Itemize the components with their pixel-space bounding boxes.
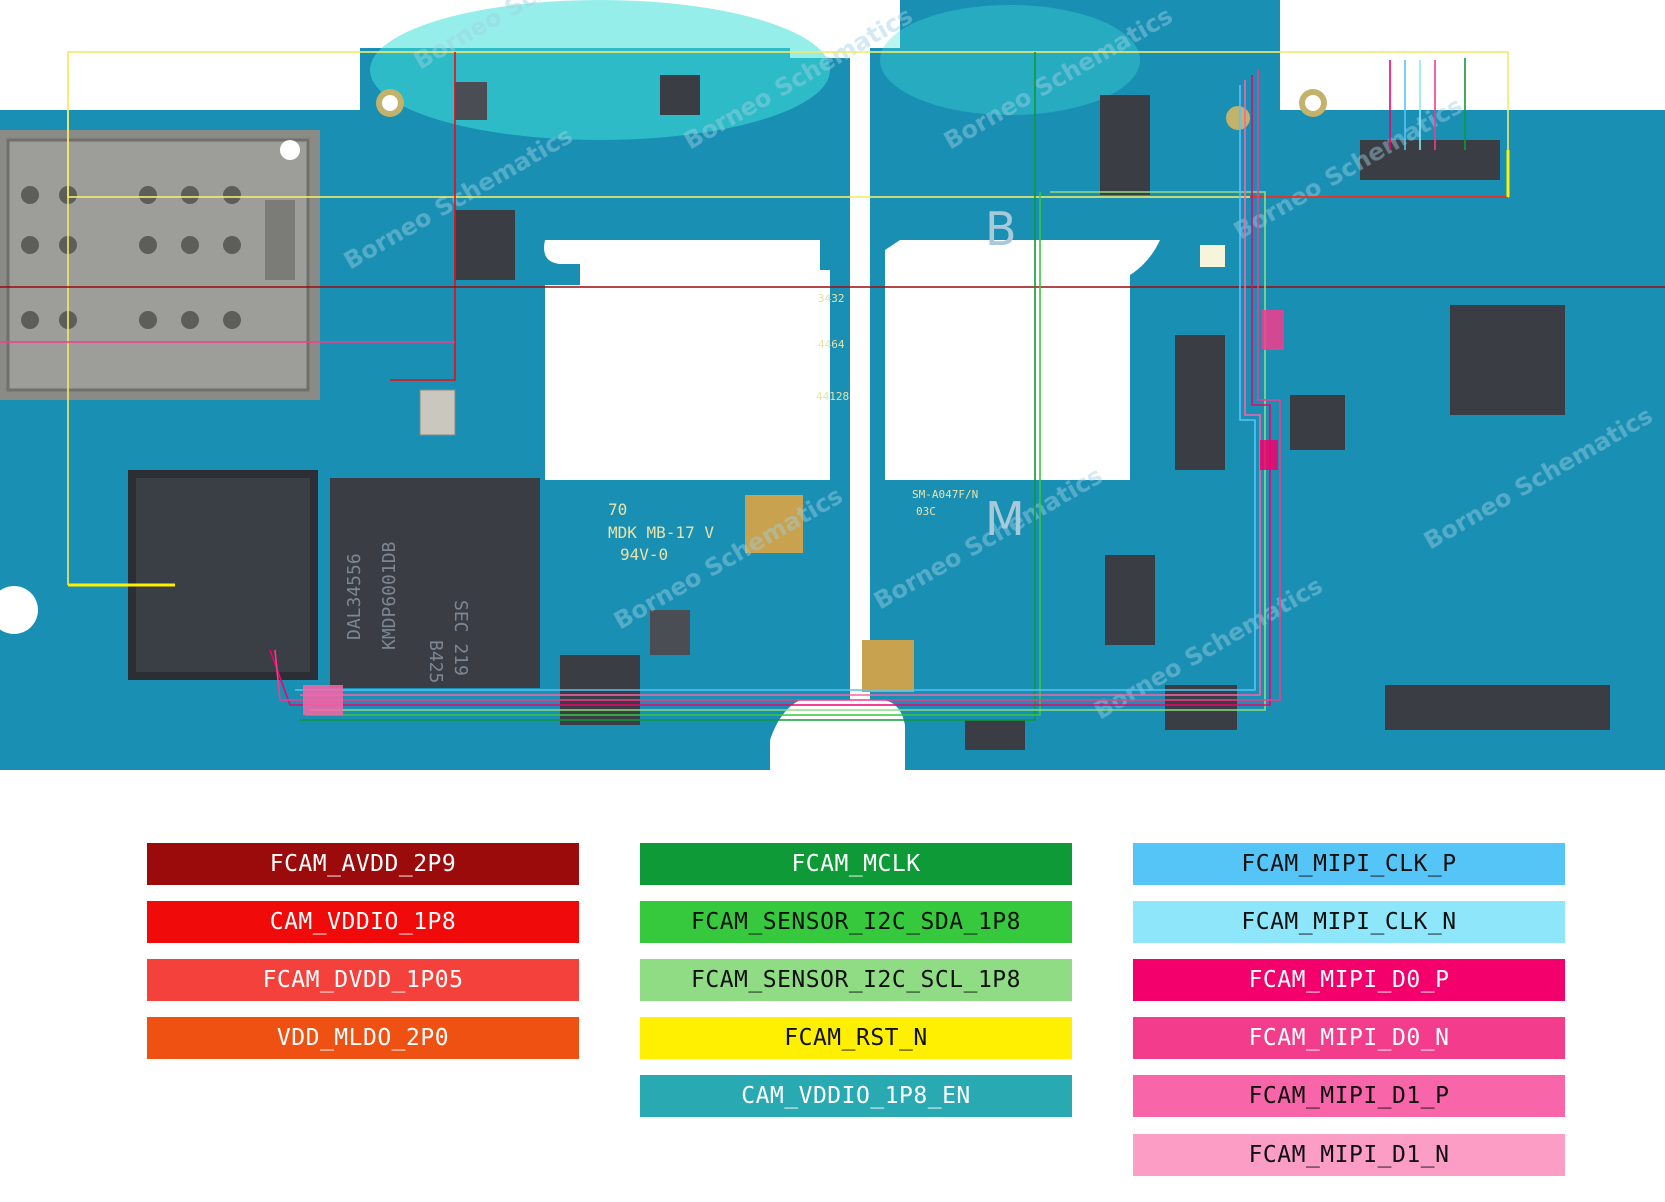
sim-tray <box>0 130 320 400</box>
connectors <box>965 95 1610 750</box>
model-rev: 03C <box>916 505 936 518</box>
datamatrix-left <box>745 495 803 553</box>
cutout-left <box>544 240 830 480</box>
legend-item: FCAM_MIPI_CLK_P <box>1133 843 1565 885</box>
ic-marking: SEC 219 <box>450 600 471 676</box>
silkscreen-70: 70 <box>608 500 627 519</box>
memory-ic: DAL34556 KMDP6001DB B425 SEC 219 <box>330 478 540 688</box>
model-label: SM-A047F/N <box>912 488 978 501</box>
legend-item: FCAM_DVDD_1P05 <box>147 959 579 1001</box>
legend-item: FCAM_SENSOR_I2C_SCL_1P8 <box>640 959 1072 1001</box>
letter-m: M <box>985 492 1025 546</box>
small-label: 4464 <box>818 338 845 351</box>
bga-right <box>1450 305 1565 415</box>
small-label: 44128 <box>816 390 849 403</box>
legend-item: FCAM_MIPI_D0_N <box>1133 1017 1565 1059</box>
legend-item: FCAM_MIPI_D0_P <box>1133 959 1565 1001</box>
legend-item: FCAM_MIPI_D1_N <box>1133 1134 1565 1176</box>
ic-marking: B425 <box>425 640 446 683</box>
legend-item: VDD_MLDO_2P0 <box>147 1017 579 1059</box>
small-label: 3432 <box>818 292 845 305</box>
legend-item: FCAM_RST_N <box>640 1017 1072 1059</box>
trace-highlight-pads <box>303 310 1284 715</box>
legend-item: FCAM_MCLK <box>640 843 1072 885</box>
ic-marking: KMDP6001DB <box>379 542 400 650</box>
datamatrix-right <box>862 640 914 692</box>
legend-item: FCAM_MIPI_CLK_N <box>1133 901 1565 943</box>
legend-item: CAM_VDDIO_1P8 <box>147 901 579 943</box>
cutout-right <box>885 240 1160 480</box>
legend-item: CAM_VDDIO_1P8_EN <box>640 1075 1072 1117</box>
signal-traces <box>0 51 1665 721</box>
silkscreen-mdk: MDK MB-17 V <box>608 523 714 542</box>
legend-item: FCAM_AVDD_2P9 <box>147 843 579 885</box>
legend-item: FCAM_SENSOR_I2C_SDA_1P8 <box>640 901 1072 943</box>
ic-marking: DAL34556 <box>344 553 365 640</box>
letter-b: B <box>985 202 1017 256</box>
pcb-board: DAL34556 KMDP6001DB B425 SEC 219 70 MDK … <box>0 0 1665 770</box>
silkscreen-94v: 94V-0 <box>620 545 668 564</box>
legend-item: FCAM_MIPI_D1_P <box>1133 1075 1565 1117</box>
soc-bga <box>128 470 318 680</box>
